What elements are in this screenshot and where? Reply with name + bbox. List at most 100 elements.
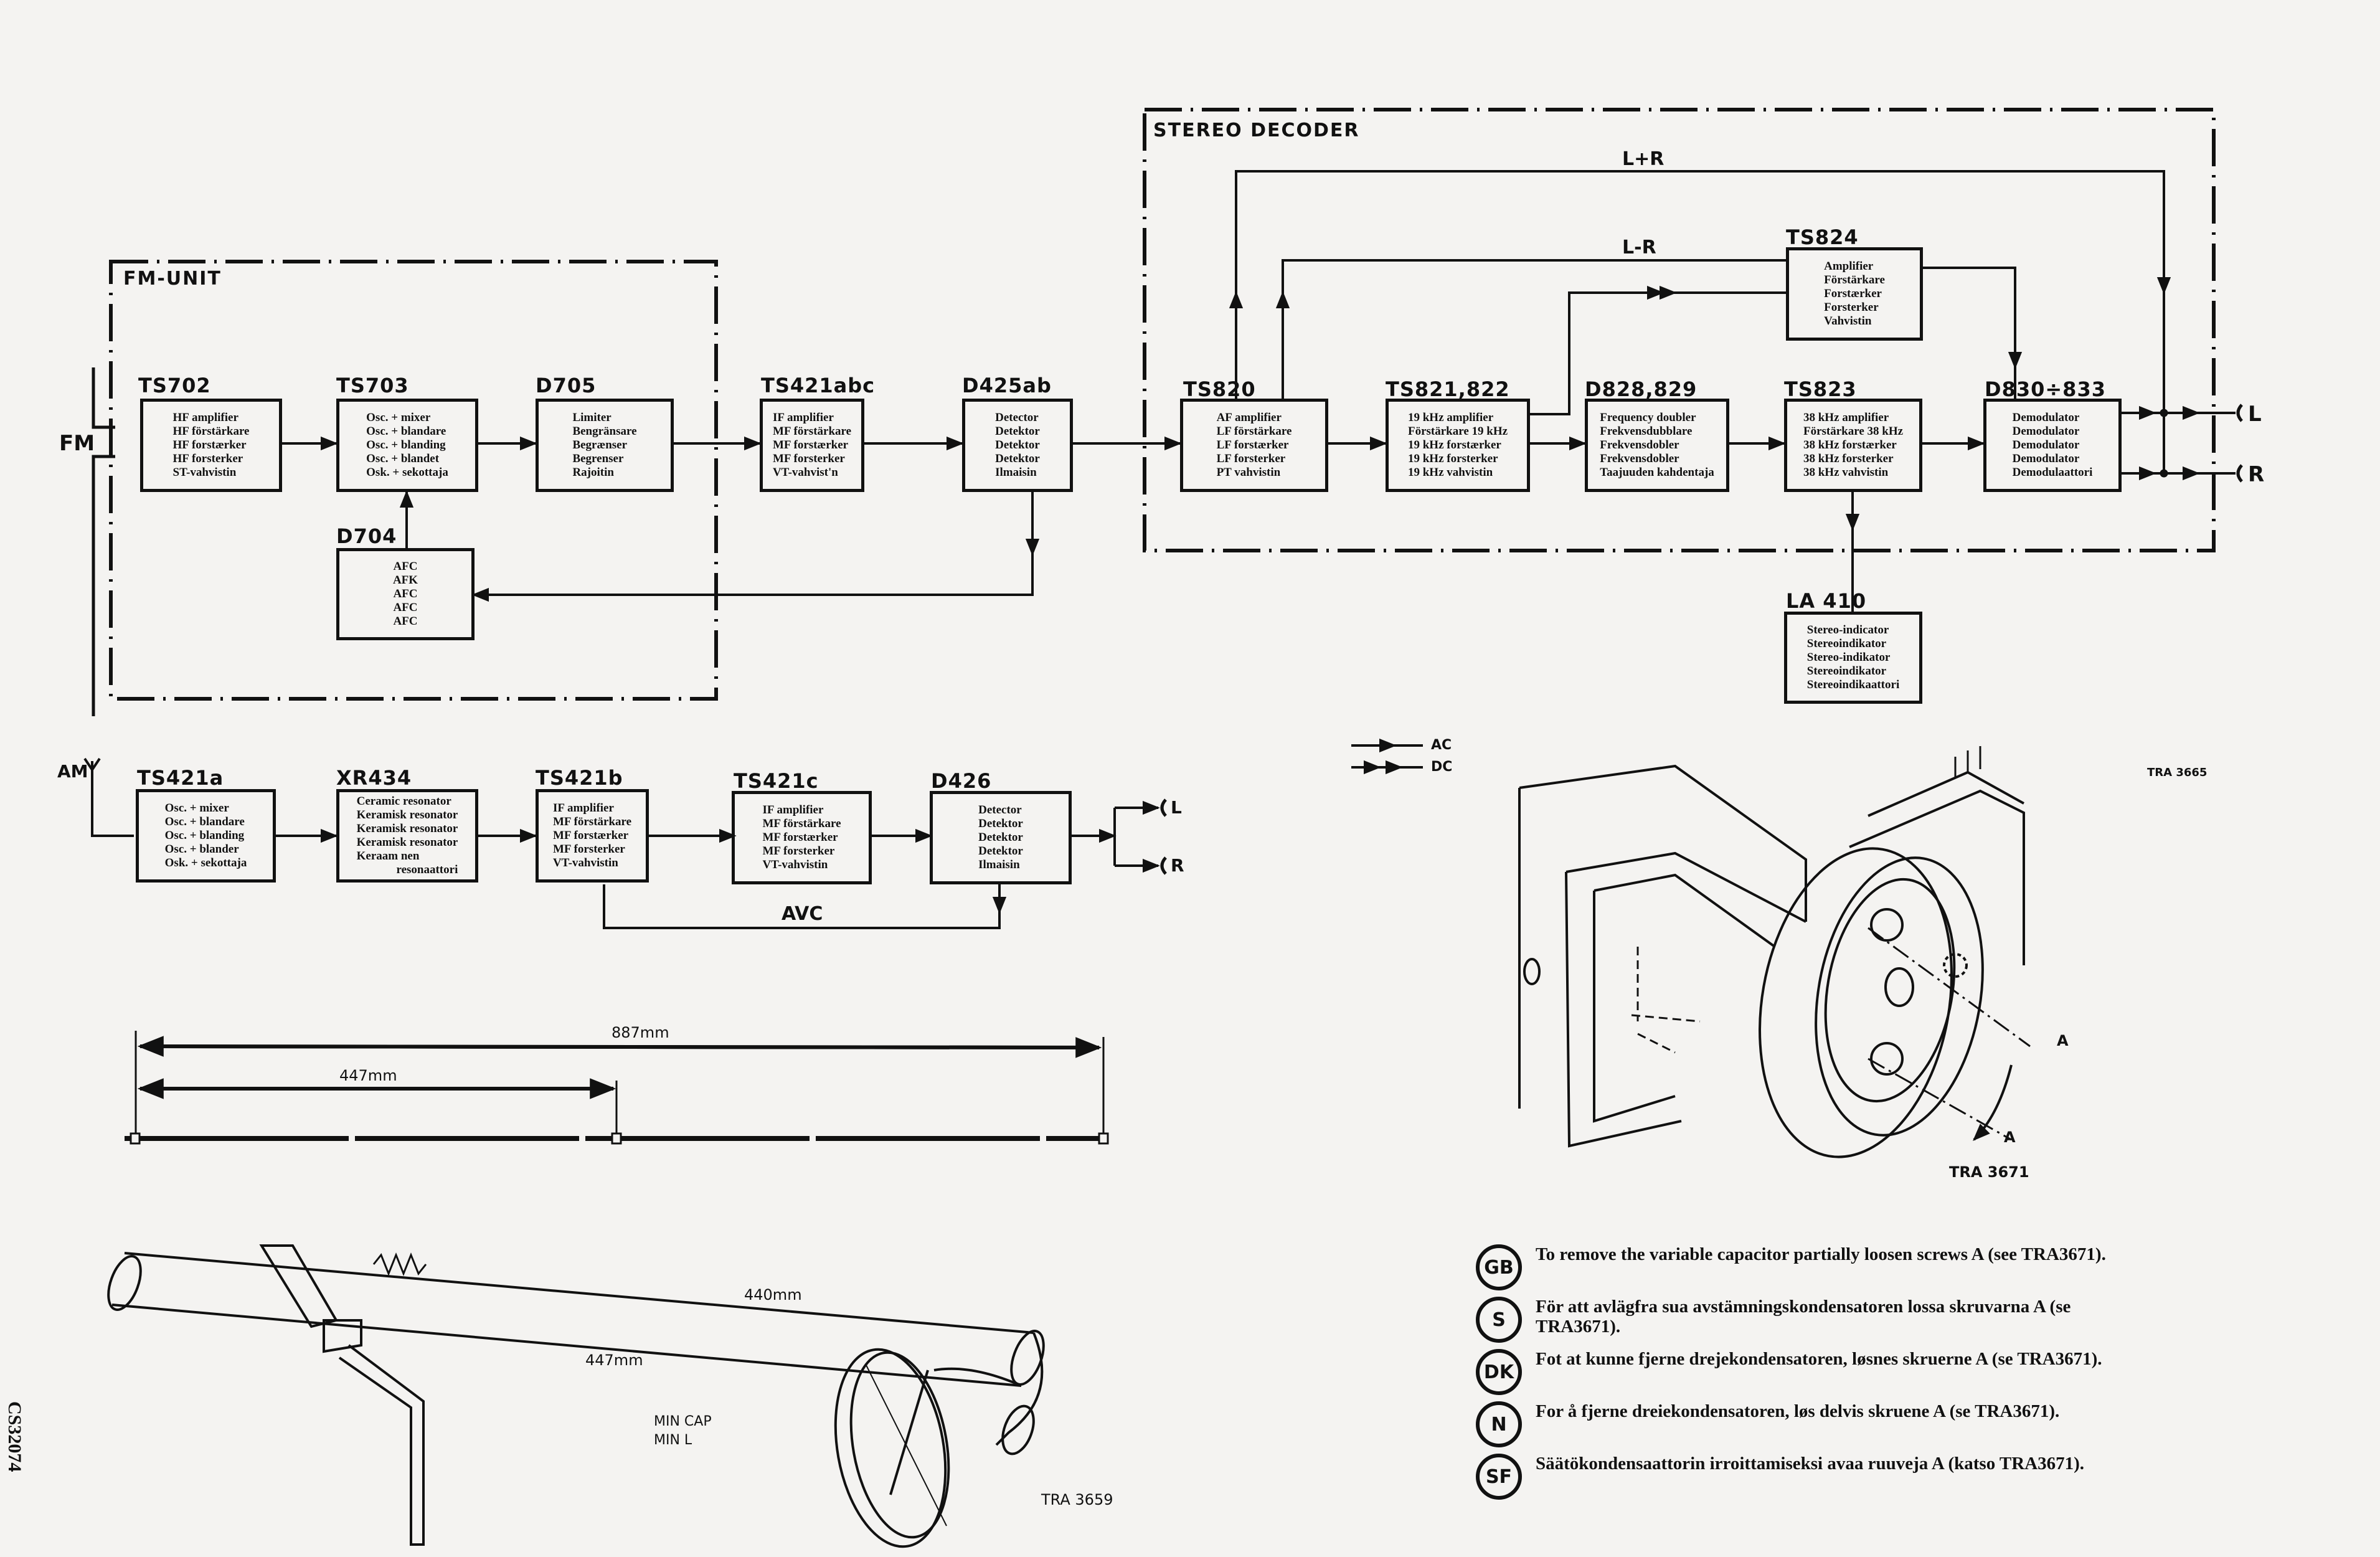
screw-label-a-lower: A: [2004, 1129, 2016, 1146]
block-fm-detector: Detector Detektor Detektor Detektor Ilma…: [962, 399, 1073, 492]
line: Osc. + blander: [164, 843, 239, 856]
instruction-dk: DK Fot at kunne fjerne drejekondensatore…: [1476, 1349, 2158, 1395]
line: Stereoindikator: [1806, 665, 1887, 678]
block-lines: Stereo-indicator Stereoindikator Stereo-…: [1807, 623, 1899, 692]
line: Osc. + mixer: [164, 802, 229, 815]
line: 38 kHz vahvistin: [1803, 466, 1889, 479]
line: Förstärkare 19 kHz: [1407, 425, 1508, 438]
line: Begrænser: [572, 438, 628, 452]
block-afc: AFC AFK AFC AFC AFC: [336, 548, 475, 640]
line: Detektor: [978, 817, 1023, 830]
block-ref-ts821-822: TS821,822: [1386, 377, 1510, 401]
block-ref-ts421b: TS421b: [536, 766, 623, 790]
line: MF forsterker: [762, 845, 835, 858]
block-ref-ts703: TS703: [336, 374, 409, 397]
line: HF amplifier: [172, 411, 238, 424]
variable-capacitor-drawing: [1518, 746, 2031, 1158]
block-difference-amplifier: Amplifier Förstärkare Forstærker Forster…: [1786, 247, 1923, 341]
line: Frekvensdubblare: [1600, 425, 1693, 438]
line: IF amplifier: [762, 803, 824, 816]
block-ref-ts702: TS702: [138, 374, 211, 397]
line: PT vahvistin: [1216, 466, 1281, 479]
line: MF förstärkare: [762, 817, 841, 830]
line: Limiter: [572, 411, 612, 424]
line: Keramisk resonator: [356, 808, 458, 821]
line: VT-vahvist'n: [772, 466, 838, 479]
line: HF förstärkare: [172, 425, 250, 438]
line: Osc. + blandet: [366, 452, 440, 465]
ref-tra3659: TRA 3659: [1041, 1491, 1113, 1508]
instruction-text: For å fjerne dreiekondensatoren, løs del…: [1536, 1401, 2060, 1421]
line: AFC: [393, 615, 418, 628]
block-lines: IF amplifier MF förstärkare MF forstærke…: [553, 802, 631, 870]
block-ref-xr434: XR434: [336, 766, 412, 790]
line: Keramisk resonator: [356, 836, 458, 849]
block-ref-ts421abc: TS421abc: [761, 374, 876, 397]
block-oscillator-mixer: Osc. + mixer Osc. + blandare Osc. + blan…: [336, 399, 478, 492]
block-demodulator: Demodulator Demodulator Demodulator Demo…: [1983, 399, 2122, 492]
ref-tra3665: TRA 3665: [2147, 766, 2208, 779]
line: AFC: [393, 601, 418, 614]
block-limiter: Limiter Bengränsare Begrænser Begrenser …: [536, 399, 674, 492]
line: Förstärkare 38 kHz: [1803, 425, 1904, 438]
block-lines: IF amplifier MF förstärkare MF forstærke…: [773, 411, 851, 480]
block-lines: Detector Detektor Detektor Detektor Ilma…: [995, 411, 1040, 480]
block-if-amplifier: IF amplifier MF förstärkare MF forstærke…: [760, 399, 864, 492]
min-cap-label: MIN CAP: [654, 1414, 712, 1429]
min-l-label: MIN L: [654, 1432, 692, 1448]
line: Begrenser: [572, 452, 624, 465]
block-frequency-doubler: Frequency doubler Frekvensdubblare Frekv…: [1585, 399, 1729, 492]
line: Frekvensdobler: [1600, 452, 1679, 465]
block-hf-amplifier: HF amplifier HF förstärkare HF forstærke…: [140, 399, 282, 492]
ref-tra3671: TRA 3671: [1949, 1163, 2029, 1181]
block-lines: IF amplifier MF förstärkare MF forstærke…: [762, 803, 841, 872]
screw-label-a-upper: A: [2057, 1032, 2069, 1049]
line: Detektor: [995, 425, 1040, 438]
cord-dimension-drawing: [125, 1031, 1109, 1145]
block-ref-ts820: TS820: [1183, 377, 1256, 401]
line: Frequency doubler: [1600, 411, 1696, 424]
dimension-overall: 887mm: [612, 1024, 669, 1041]
line: MF förstärkare: [772, 425, 852, 438]
line: MF forstærker: [772, 438, 849, 452]
stereo-decoder-title: STEREO DECODER: [1153, 120, 1360, 141]
block-lines: Amplifier Förstärkare Forstærker Forster…: [1824, 260, 1885, 328]
fm-antenna-input: [92, 367, 115, 716]
line: MF förstärkare: [552, 815, 632, 828]
block-19khz-amplifier: 19 kHz amplifier Förstärkare 19 kHz 19 k…: [1386, 399, 1530, 492]
block-lines: AF amplifier LF förstärkare LF forstærke…: [1217, 411, 1292, 480]
line: 38 kHz amplifier: [1803, 411, 1889, 424]
line: Ilmaisin: [978, 858, 1020, 871]
line: 19 kHz forsterker: [1407, 452, 1498, 465]
language-badge-dk: DK: [1476, 1349, 1522, 1395]
line: Rajoitin: [572, 466, 614, 479]
legend-dc-label: DC: [1431, 759, 1453, 775]
line: Keramisk resonator: [356, 822, 458, 835]
line: Demodulator: [2012, 425, 2080, 438]
line: Osc. + blanding: [164, 829, 245, 842]
dial-cord-lower-length: 447mm: [585, 1351, 643, 1369]
fm-unit-frame: [109, 260, 718, 701]
am-antenna: [91, 761, 134, 837]
line: VT-vahvistin: [762, 858, 828, 871]
dial-cord-upper-length: 440mm: [744, 1286, 802, 1304]
line: Detektor: [995, 452, 1040, 465]
block-lines: Frequency doubler Frekvensdubblare Frekv…: [1600, 411, 1714, 480]
line: Demodulaattori: [2012, 466, 2093, 479]
block-38khz-amplifier: 38 kHz amplifier Förstärkare 38 kHz 38 k…: [1784, 399, 1922, 492]
instruction-text: To remove the variable capacitor partial…: [1536, 1244, 2106, 1264]
line: Osk. + sekottaja: [164, 856, 247, 869]
line: IF amplifier: [772, 411, 834, 424]
line: Detektor: [978, 845, 1023, 858]
block-lines: HF amplifier HF förstärkare HF forstærke…: [173, 411, 250, 480]
am-input-label: AM: [57, 761, 88, 782]
avc-label: AVC: [782, 903, 823, 925]
language-badge-gb: GB: [1476, 1244, 1522, 1290]
line: AFC: [393, 560, 418, 573]
line: 19 kHz forstærker: [1407, 438, 1501, 452]
instruction-gb: GB To remove the variable capacitor part…: [1476, 1244, 2158, 1290]
fm-unit-title: FM-UNIT: [123, 268, 222, 290]
line: Stereo-indicator: [1806, 623, 1889, 637]
line: LF forsterker: [1216, 452, 1286, 465]
line: Demodulator: [2012, 438, 2080, 452]
